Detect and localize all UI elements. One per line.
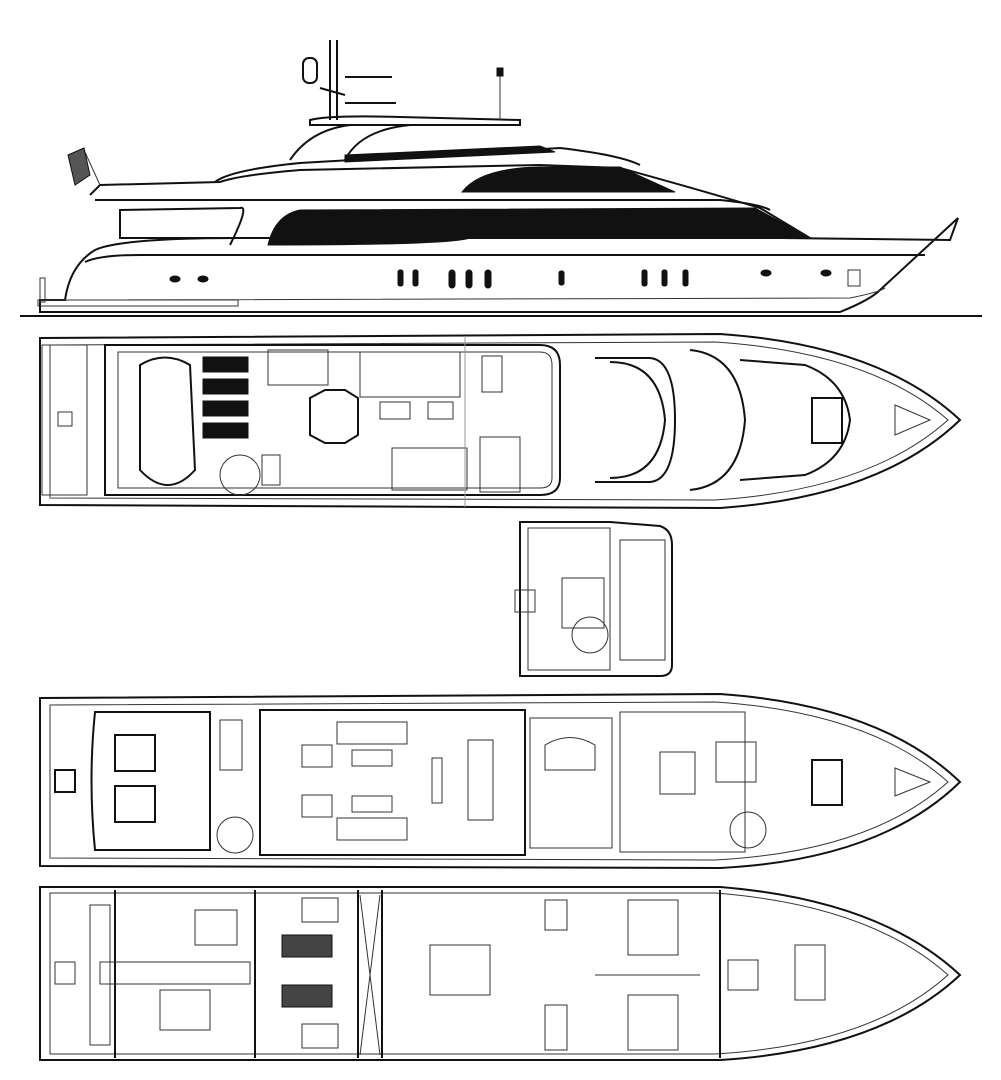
tender — [139, 356, 197, 486]
flag-icon — [67, 147, 101, 186]
hull-profile — [39, 217, 959, 313]
sun-deck-plan — [39, 332, 962, 510]
main-deck-windows — [267, 207, 811, 246]
lower-deck-plan — [39, 886, 962, 1061]
sun-loungers — [202, 356, 249, 439]
flybridge-plan — [514, 521, 673, 677]
main-deck-plan — [39, 692, 962, 870]
flybridge-windows — [344, 145, 556, 163]
radar-mast — [302, 40, 504, 120]
upper-deck-windows — [460, 166, 676, 193]
profile-view — [20, 40, 982, 317]
engines — [281, 934, 333, 1008]
main-deck-house — [89, 163, 814, 246]
hull-portholes — [169, 269, 832, 289]
